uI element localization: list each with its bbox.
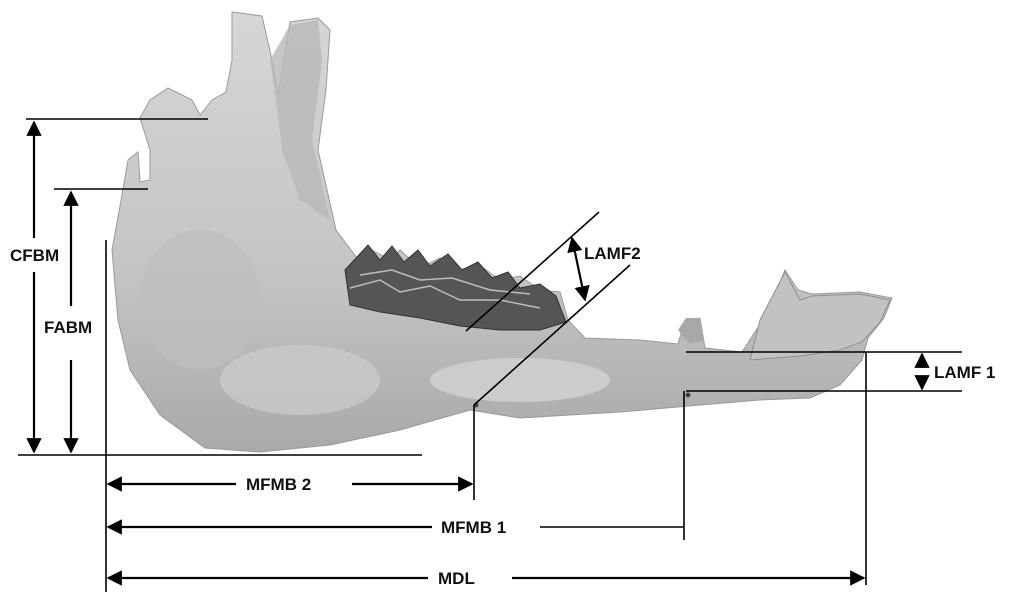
cfbm-label: CFBM [10, 246, 59, 265]
lamf2-label: LAMF2 [584, 244, 641, 263]
foramen-dot [686, 393, 691, 398]
mandible-bone [112, 12, 892, 452]
fabm-label: FABM [44, 318, 92, 337]
bone-mottle [220, 345, 380, 415]
incisor-region [750, 272, 890, 360]
mfmb2-label: MFMB 2 [246, 475, 311, 494]
lamf1-label: LAMF 1 [934, 363, 995, 382]
mfmb1-label: MFMB 1 [441, 518, 506, 537]
bone-mottle [140, 230, 260, 370]
mdl-label: MDL [438, 569, 475, 588]
